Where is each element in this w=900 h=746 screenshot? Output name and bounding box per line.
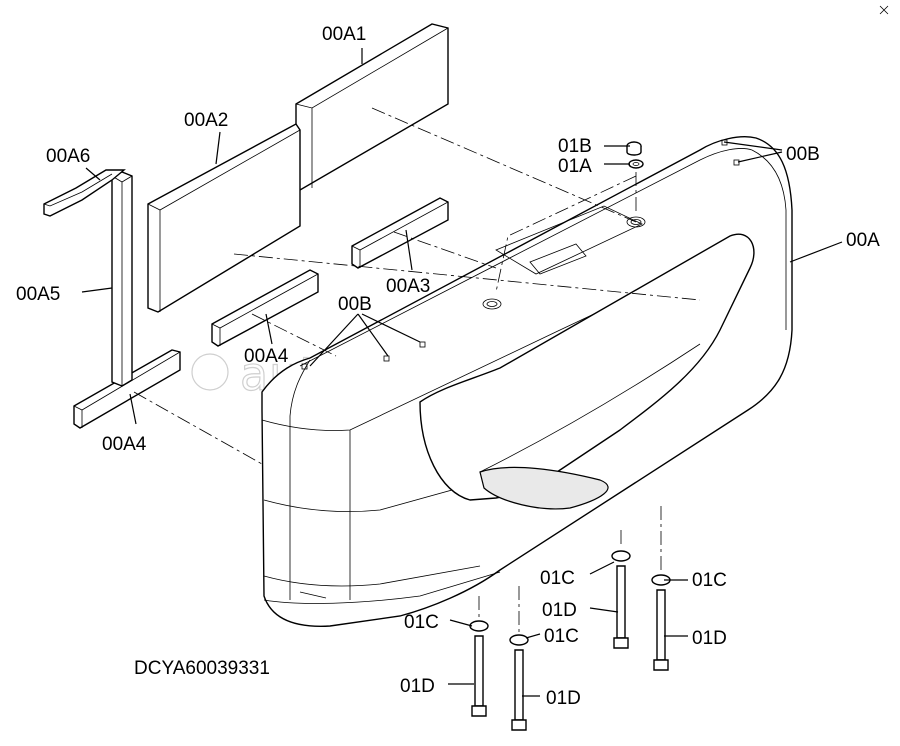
pad-00a5 [111,171,133,387]
pad-00a3 [351,197,449,269]
label-00a4-top: 00A4 [244,346,289,367]
label-00a6: 00A6 [46,146,90,167]
label-01d-2: 01D [692,628,727,649]
label-01d-3: 01D [400,676,435,697]
label-00b-middle: 00B [338,294,372,315]
bolt-set-2 [509,634,529,731]
leader-lines [81,48,843,697]
label-01c-4: 01C [544,626,579,647]
bolt-set-3 [611,550,631,649]
label-00a1: 00A1 [322,24,366,45]
label-00a5: 00A5 [16,284,60,305]
label-01b: 01B [558,136,592,157]
assembly-lines [133,107,701,632]
pad-00a4-bottom [73,349,181,429]
counterweight-00a [261,136,793,627]
label-01d-1: 01D [542,600,577,621]
cap-01b [626,141,642,156]
pad-00a6 [43,169,126,217]
label-00a: 00A [846,230,880,251]
pad-00a2 [147,123,301,313]
label-01c-2: 01C [692,570,727,591]
label-01a: 01A [558,156,592,177]
washer-01a [628,159,644,169]
corner-mark [879,5,889,15]
label-01c-1: 01C [540,568,575,589]
bolt-set-4 [651,574,671,671]
drawing-code: DCYA60039331 [134,658,270,679]
label-00a4-bottom: 00A4 [102,434,147,455]
label-01c-3: 01C [404,612,439,633]
label-00a3: 00A3 [386,276,430,297]
bolt-set-1 [469,620,489,717]
label-01d-4: 01D [546,688,581,709]
pad-00a4-top [211,269,319,347]
label-00b-top: 00B [786,144,820,165]
pad-00a1 [295,23,449,191]
label-00a2: 00A2 [184,110,228,131]
